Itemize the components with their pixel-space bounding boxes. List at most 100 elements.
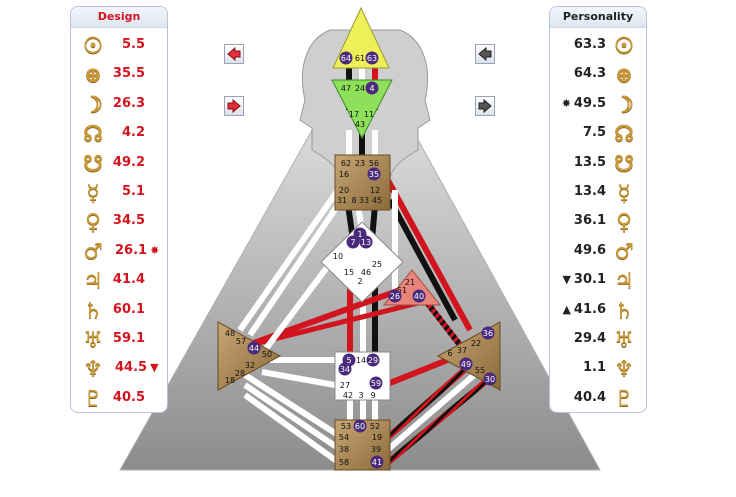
gate-label-50: 50: [262, 350, 272, 359]
personality-gate-value: 1.1: [554, 360, 606, 375]
personality-gate-value: ▲41.6: [554, 302, 606, 317]
gate-line-value: 26.1: [115, 242, 148, 258]
gate-line-value: 60.1: [112, 301, 145, 317]
gate-badge-34: [338, 362, 352, 376]
gate-label-25: 25: [372, 260, 382, 269]
personality-gate-value: ▼30.1: [554, 272, 606, 287]
design-row-saturn: ♄ 60.1: [71, 298, 167, 326]
gate-line-value: 41.6: [573, 301, 606, 317]
gate-label-27: 27: [340, 381, 350, 390]
gate-label-63: 63: [367, 54, 377, 63]
gate-label-8: 8: [351, 196, 356, 205]
gate-label-26: 26: [390, 292, 400, 301]
design-gate-value: 5.1: [111, 184, 145, 199]
jupiter-icon: ♃: [83, 268, 103, 295]
design-gate-value: 34.5: [111, 213, 145, 228]
gate-label-56: 56: [369, 159, 379, 168]
personality-row-south-node: ☋ 13.5: [550, 151, 646, 179]
gate-line-value: 49.6: [573, 242, 606, 258]
design-gate-value: 41.4: [111, 272, 145, 287]
gate-line-value: 64.3: [573, 66, 606, 82]
gate-label-58: 58: [339, 458, 349, 467]
design-title: Design: [71, 7, 167, 28]
arrow-left-icon: [478, 46, 492, 62]
gate-badge-40: [412, 289, 426, 303]
gate-badge-30: [483, 372, 497, 386]
fixing-marker: ▲: [562, 302, 571, 316]
mars-icon: ♂: [83, 238, 103, 265]
personality-row-uranus: ♅29.4: [550, 327, 646, 355]
gate-label-7: 7: [350, 238, 355, 247]
gate-label-49: 49: [461, 360, 471, 369]
personality-row-saturn: ♄▲41.6: [550, 298, 646, 326]
personality-panel: Personality ☉63.3⊕64.3☽✸49.5☊ 7.5 ☋ 13.5 ☿ 13…: [549, 6, 647, 413]
personality-gate-value: 36.1: [554, 213, 606, 228]
gate-badge-63: [365, 51, 379, 65]
personality-row-earth: ⊕64.3: [550, 62, 646, 90]
personality-title: Personality: [550, 7, 646, 28]
gate-label-40: 40: [414, 292, 424, 301]
saturn-icon: ♄: [83, 297, 103, 324]
gate-label-31: 31: [337, 196, 347, 205]
sun-icon: ☉: [614, 33, 634, 59]
gate-line-value: 35.5: [112, 66, 145, 82]
gate-line-value: 26.3: [112, 95, 145, 111]
design-prev-button[interactable]: [224, 44, 244, 64]
personality-row-moon: ☽✸49.5: [550, 92, 646, 120]
personality-row-pluto: ♇40.4: [550, 386, 646, 414]
design-row-venus: ♀34.5: [71, 209, 167, 237]
south-node-icon: ☋: [614, 150, 634, 177]
moon-icon: ☽: [614, 91, 634, 118]
personality-gate-value: 13.4: [554, 184, 606, 199]
personality-row-mercury: ☿ 13.4: [550, 180, 646, 208]
gate-badge-7: [346, 235, 360, 249]
uranus-icon: ♅: [83, 327, 103, 353]
gate-label-2: 2: [357, 277, 362, 286]
gate-label-34: 34: [340, 365, 350, 374]
design-gate-value: 5.5: [111, 37, 145, 52]
personality-gate-value: 7.5: [554, 125, 606, 140]
north-node-icon: ☊: [83, 121, 103, 148]
gate-line-value: 41.4: [112, 272, 145, 288]
gate-label-11: 11: [364, 110, 374, 119]
neptune-icon: ♆: [83, 356, 103, 383]
personality-row-jupiter: ♃▼30.1: [550, 268, 646, 296]
gate-label-35: 35: [369, 170, 379, 179]
personality-next-button[interactable]: [475, 96, 495, 116]
gate-label-48: 48: [225, 329, 235, 338]
personality-gate-value: 13.5: [554, 155, 606, 170]
mercury-icon: ☿: [617, 180, 631, 206]
gate-label-1: 1: [357, 230, 362, 239]
gate-label-6: 6: [447, 349, 452, 358]
gate-badge-41: [370, 455, 384, 469]
gate-label-36: 36: [483, 329, 493, 338]
pluto-icon: ♇: [614, 385, 634, 412]
arrow-right-icon: [227, 98, 241, 114]
gate-label-13: 13: [361, 238, 371, 247]
gate-label-37: 37: [457, 346, 467, 355]
gate-label-44: 44: [249, 344, 259, 353]
personality-prev-button[interactable]: [475, 44, 495, 64]
gate-line-value: 49.2: [112, 154, 145, 170]
gate-label-61: 61: [355, 54, 365, 63]
g-center: [320, 221, 404, 303]
gate-line-value: 30.1: [573, 272, 606, 288]
gate-label-15: 15: [344, 268, 354, 277]
gate-label-24: 24: [355, 84, 365, 93]
gate-label-10: 10: [333, 252, 343, 261]
gate-label-33: 33: [359, 196, 369, 205]
design-row-mars: ♂26.1✸: [71, 239, 167, 267]
gate-badge-64: [339, 51, 353, 65]
gate-line-value: 4.2: [121, 125, 145, 141]
gate-line-value: 7.5: [582, 125, 606, 141]
north-node-icon: ☊: [614, 121, 634, 148]
design-next-button[interactable]: [224, 96, 244, 116]
mercury-icon: ☿: [86, 180, 100, 206]
personality-row-sun: ☉63.3: [550, 33, 646, 61]
gate-label-23: 23: [355, 159, 365, 168]
gate-label-53: 53: [341, 422, 351, 431]
personality-gate-value: 64.3: [554, 66, 606, 81]
gate-label-51: 51: [397, 286, 407, 295]
uranus-icon: ♅: [614, 327, 634, 353]
